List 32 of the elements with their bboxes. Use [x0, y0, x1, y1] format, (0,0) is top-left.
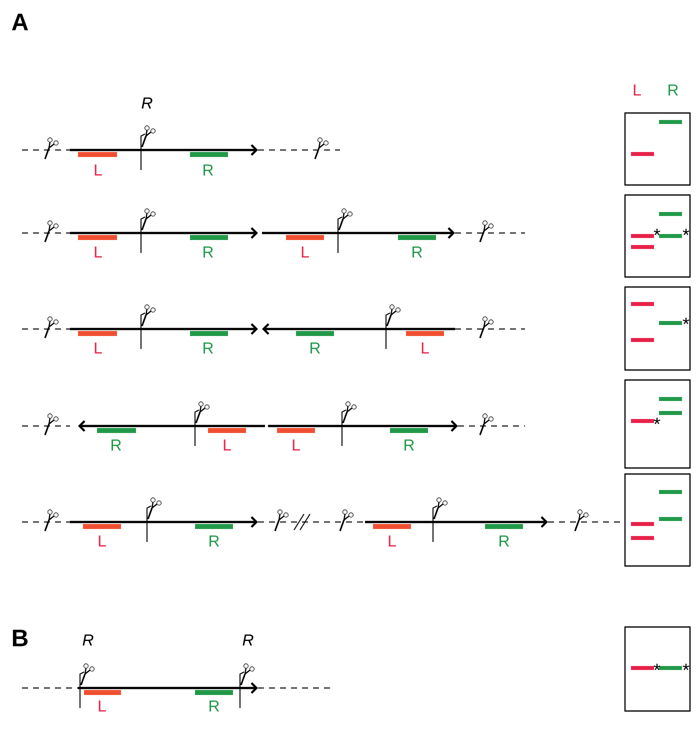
probe-label: R [112, 440, 122, 450]
probe-label: L [302, 246, 309, 258]
probe-label: L [422, 342, 429, 354]
probe-label: R [404, 440, 414, 450]
probe-label: L [94, 246, 102, 258]
probe-label: R [204, 164, 214, 176]
site-label: R [82, 634, 94, 646]
asterisk-mark: * [654, 228, 660, 236]
probe-label: R [204, 246, 214, 258]
probe-label: L [94, 342, 102, 354]
probe-label: L [98, 536, 106, 546]
probe-label: R [210, 700, 220, 712]
probe-label: R [204, 342, 214, 354]
asterisk-mark: * [654, 664, 660, 670]
site-label: R [142, 98, 152, 108]
asterisk-mark: * [682, 664, 690, 670]
probe-label: R [412, 246, 422, 258]
probe-label: R [210, 536, 220, 546]
probe-label: L [292, 440, 300, 450]
probe-label: L [388, 536, 396, 546]
probe-label: R [310, 342, 320, 354]
asterisk-mark: * [682, 228, 690, 236]
probe-label: L [98, 700, 106, 712]
probe-label: R [500, 536, 510, 546]
probe-label: L [634, 84, 641, 96]
asterisk-mark: * [682, 318, 690, 324]
panel-letter: A [12, 14, 28, 30]
site-label: R [242, 634, 254, 646]
probe-label: L [94, 164, 102, 176]
probe-label: R [668, 84, 678, 96]
probe-label: L [224, 440, 231, 450]
panel-letter: B [12, 630, 28, 646]
